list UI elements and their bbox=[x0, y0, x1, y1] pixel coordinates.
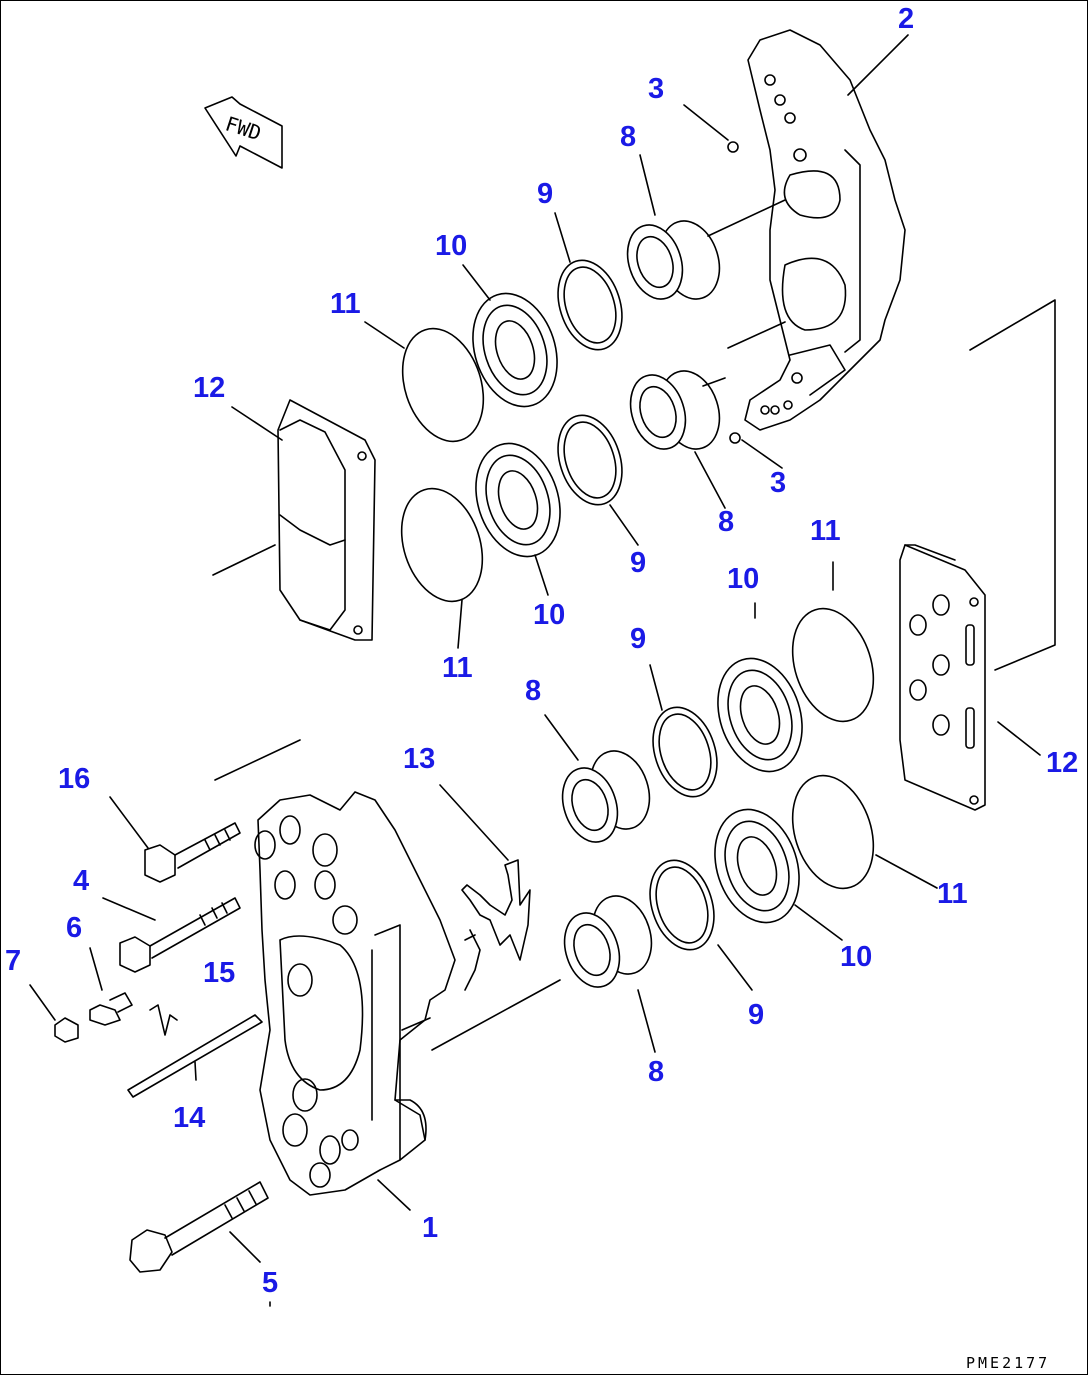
pin-14 bbox=[127, 1014, 263, 1098]
ring-11-lower-a bbox=[791, 607, 875, 723]
callout-11-upper-a: 11 bbox=[330, 288, 361, 320]
piston-8-upper-a bbox=[626, 220, 721, 300]
callout-4: 4 bbox=[73, 865, 89, 897]
center-lines bbox=[212, 199, 1056, 1051]
spring-13 bbox=[461, 859, 531, 961]
callout-16: 16 bbox=[58, 763, 90, 795]
callout-6: 6 bbox=[66, 912, 82, 944]
callout-10-upper-b: 10 bbox=[533, 599, 565, 631]
boot-10-lower-a bbox=[717, 657, 803, 773]
callout-labels: 2 3 8 9 10 11 12 3 8 9 10 11 11 10 9 8 1… bbox=[5, 3, 1078, 1299]
callout-3-lower: 3 bbox=[770, 467, 786, 499]
cap-7 bbox=[54, 1017, 79, 1043]
boot-10-upper-b bbox=[475, 442, 561, 558]
bolt-5 bbox=[129, 1181, 269, 1273]
callout-8-upper-a: 8 bbox=[620, 121, 636, 153]
callout-1: 1 bbox=[422, 1212, 438, 1244]
bolt-4 bbox=[119, 897, 241, 973]
seal-9-lower-b bbox=[649, 859, 715, 951]
seal-9-lower-a bbox=[652, 706, 718, 798]
callout-10-lower-a: 10 bbox=[727, 563, 759, 595]
callout-11-lower-b: 11 bbox=[937, 878, 968, 910]
callout-9-upper-b: 9 bbox=[630, 547, 646, 579]
fwd-arrow-icon: FWD bbox=[204, 96, 283, 169]
callout-7: 7 bbox=[5, 945, 21, 977]
callout-8-lower-b: 8 bbox=[648, 1056, 664, 1088]
caliper-housing-lower bbox=[254, 791, 456, 1196]
callout-15: 15 bbox=[203, 957, 235, 989]
callout-13: 13 bbox=[403, 743, 435, 775]
callout-10-lower-b: 10 bbox=[840, 941, 872, 973]
seal-9-upper-a bbox=[557, 259, 623, 351]
caliper-housing-upper bbox=[744, 29, 906, 431]
clip-15 bbox=[149, 1004, 178, 1036]
callout-11-lower-a: 11 bbox=[810, 515, 841, 547]
plug-3-upper bbox=[727, 141, 739, 153]
callout-9-lower-b: 9 bbox=[748, 999, 764, 1031]
callout-10-upper-a: 10 bbox=[435, 230, 467, 262]
piston-8-lower-a bbox=[561, 750, 651, 843]
brake-pad-12-left bbox=[277, 399, 376, 641]
bleeder-screw-6 bbox=[89, 992, 133, 1026]
callout-3-upper: 3 bbox=[648, 73, 664, 105]
callout-12-left: 12 bbox=[193, 372, 225, 404]
fwd-label: FWD bbox=[222, 111, 264, 145]
drawing-code: PME2177 bbox=[966, 1354, 1050, 1372]
bolt-16 bbox=[144, 822, 241, 883]
callout-8-upper-b: 8 bbox=[718, 506, 734, 538]
piston-8-upper-b bbox=[629, 370, 721, 450]
callout-9-lower-a: 9 bbox=[630, 623, 646, 655]
callout-5: 5 bbox=[262, 1267, 278, 1299]
boot-10-upper-a bbox=[472, 292, 558, 408]
callout-8-lower-a: 8 bbox=[525, 675, 541, 707]
seal-9-upper-b bbox=[557, 414, 623, 506]
callout-2: 2 bbox=[898, 3, 914, 35]
leader-lines bbox=[29, 34, 1041, 1307]
boot-10-lower-b bbox=[714, 808, 800, 924]
callout-12-right: 12 bbox=[1046, 747, 1078, 779]
piston-8-lower-b bbox=[563, 895, 653, 988]
plug-3-lower bbox=[729, 432, 741, 444]
brake-pad-12-right bbox=[899, 544, 986, 811]
ring-11-upper-a bbox=[401, 327, 485, 443]
ring-11-upper-b bbox=[400, 487, 484, 603]
ring-11-lower-b bbox=[791, 774, 875, 890]
callout-14: 14 bbox=[173, 1102, 205, 1134]
callout-11-upper-b: 11 bbox=[442, 652, 473, 684]
callout-9-upper-a: 9 bbox=[537, 178, 553, 210]
